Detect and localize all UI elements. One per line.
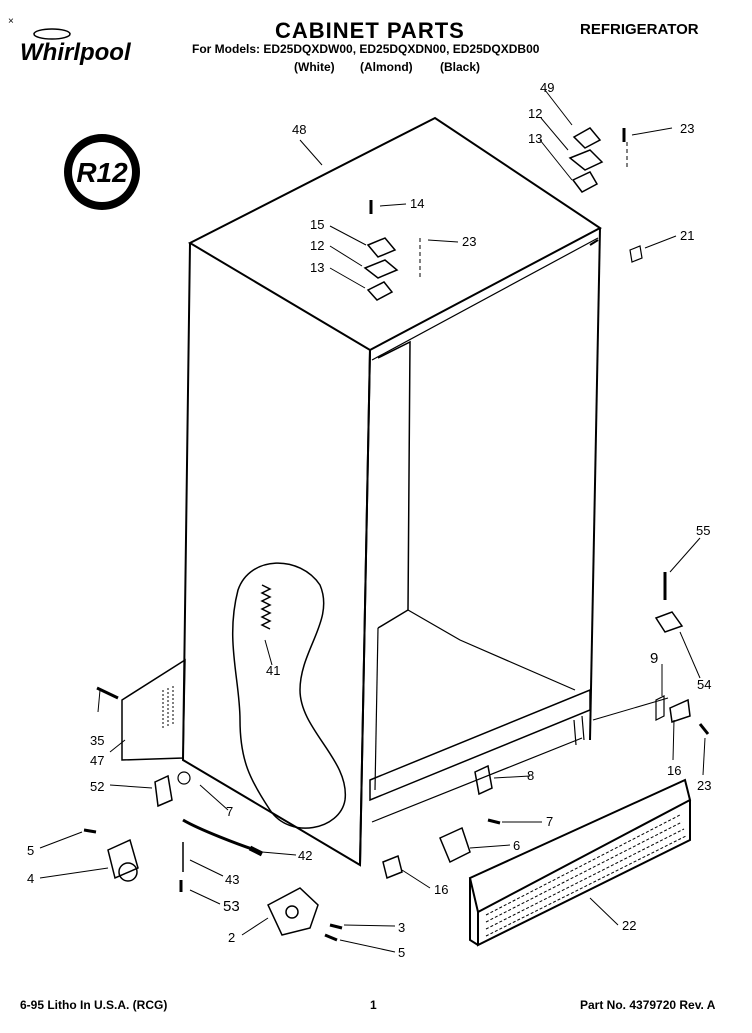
callout-5-bottom: 5 [398,945,406,960]
callout-14: 14 [410,196,425,211]
callout-55: 55 [696,523,711,538]
callout-54: 54 [697,677,712,692]
callout-7-left: 7 [226,804,234,819]
callout-7-right: 7 [546,814,554,829]
variant-black: (Black) [440,60,481,74]
callout-2: 2 [228,930,236,945]
whirlpool-logo: Whirlpool [18,26,148,70]
spring-part [260,584,272,630]
brand-text: Whirlpool [20,39,132,66]
callout-3: 3 [398,920,406,935]
callout-6: 6 [513,838,521,853]
callout-9: 9 [650,650,659,667]
callout-12-mid: 12 [310,238,325,253]
callout-5-left: 5 [27,843,35,858]
control-panel [121,658,186,761]
callout-16-right: 16 [667,763,682,778]
page-title: CABINET PARTS [275,18,465,43]
footer-part-number: Part No. 4379720 Rev. A [580,998,716,1012]
footer-litho: 6-95 Litho In U.S.A. (RCG) [20,998,168,1012]
r12-badge: R12 [62,132,142,212]
callout-13-mid: 13 [310,260,325,275]
callout-8: 8 [527,768,535,783]
callout-41: 41 [266,663,281,678]
callout-47: 47 [90,753,105,768]
callout-4: 4 [27,871,35,886]
callout-13-top: 13 [528,131,543,146]
svg-text:R12: R12 [76,157,128,188]
callout-43: 43 [225,872,240,887]
cabinet-side [181,242,371,867]
callout-15: 15 [310,217,325,232]
callout-53: 53 [223,898,240,915]
cabinet-top [187,116,602,352]
callout-12-top: 12 [528,106,543,121]
callout-48: 48 [292,122,307,137]
callout-21: 21 [680,228,695,243]
callout-49: 49 [540,80,555,95]
callout-23-mid: 23 [462,234,477,249]
footer-page-number: 1 [370,998,377,1012]
variant-almond: (Almond) [360,60,413,74]
callout-35: 35 [90,733,105,748]
callout-16-bottom: 16 [434,882,449,897]
bottom-rail [369,688,591,802]
appliance-label: REFRIGERATOR [580,21,699,38]
callout-23-right: 23 [697,778,712,793]
callout-42: 42 [298,848,313,863]
cabinet-right-edge [589,227,601,741]
callout-22: 22 [622,918,637,933]
callout-23-top: 23 [680,121,695,136]
variant-white: (White) [294,60,335,74]
cutaway [231,562,346,829]
models-label: For Models: ED25DQXDW00, ED25DQXDN00, ED… [192,42,540,56]
callout-52: 52 [90,779,105,794]
roller-part [267,887,319,936]
corner-mark: × [8,16,14,27]
